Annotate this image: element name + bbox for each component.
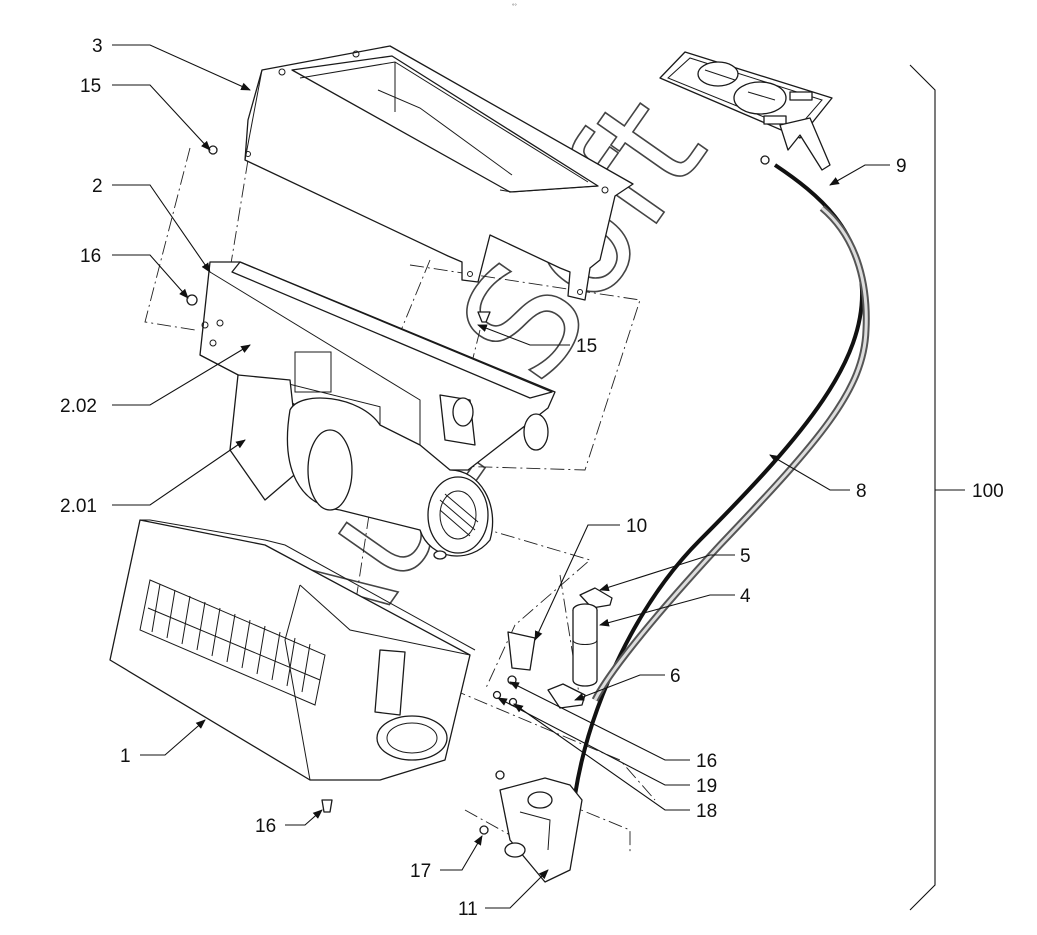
callout-17: 17 <box>410 861 431 882</box>
callout-3: 3 <box>92 36 103 57</box>
callout-6: 6 <box>670 666 681 687</box>
water-valve <box>479 770 583 883</box>
callout-2-01: 2.01 <box>60 496 97 517</box>
callout-16-b: 16 <box>696 751 717 772</box>
callout-19: 19 <box>696 776 717 797</box>
callout-labels: 3 15 2 16 15 2.02 2.01 10 5 4 6 8 9 16 1… <box>60 36 1004 920</box>
blower-assembly <box>229 374 494 560</box>
callout-15-a: 15 <box>80 76 101 97</box>
callout-16-a: 16 <box>80 246 101 267</box>
header-mark: °° <box>512 4 517 10</box>
callout-18: 18 <box>696 801 717 822</box>
callout-2-02: 2.02 <box>60 396 97 417</box>
assembly-bracket <box>909 64 965 911</box>
group-label-100: 100 <box>972 481 1004 502</box>
top-cover-plate <box>244 45 634 301</box>
callout-9: 9 <box>896 156 907 177</box>
callout-16-c: 16 <box>255 816 276 837</box>
callout-1: 1 <box>120 746 131 767</box>
leader-lines <box>112 44 890 909</box>
lower-housing <box>109 519 476 781</box>
callout-15-b: 15 <box>576 336 597 357</box>
callout-5: 5 <box>740 546 751 567</box>
louver-grille <box>139 579 326 706</box>
callout-10: 10 <box>626 516 647 537</box>
callout-2: 2 <box>92 176 103 197</box>
small-parts <box>186 145 613 813</box>
callout-11: 11 <box>458 899 478 920</box>
callout-8: 8 <box>856 481 867 502</box>
callout-4: 4 <box>740 586 751 607</box>
control-cable <box>573 163 870 796</box>
control-panel <box>659 51 833 171</box>
